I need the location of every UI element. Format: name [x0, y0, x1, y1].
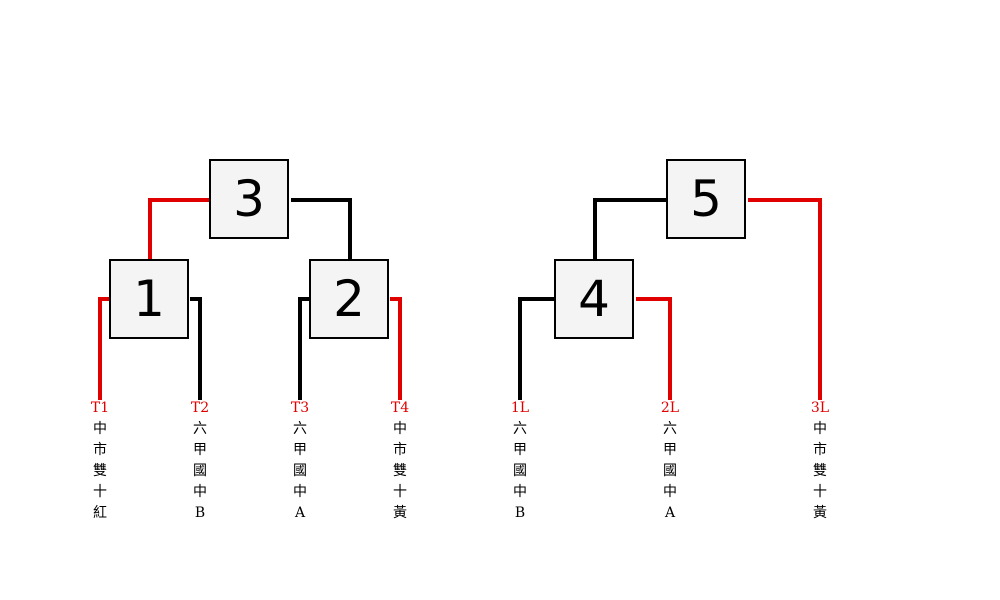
- team-name-char: 國: [513, 463, 527, 479]
- match-number-5: 5: [690, 170, 722, 228]
- match-number-1: 1: [133, 270, 165, 328]
- team-name-char: 十: [393, 484, 407, 500]
- team-name-char: 國: [663, 463, 677, 479]
- team-name-char: 黃: [393, 505, 407, 521]
- team-name-char: A: [294, 505, 306, 521]
- team-name-char: 黃: [813, 505, 827, 521]
- match-box-1: 1: [109, 259, 189, 339]
- team-name-char: 十: [813, 484, 827, 500]
- team-name-char: 中: [393, 421, 407, 437]
- team-name-char: 市: [93, 442, 107, 458]
- team-name-char: 紅: [93, 505, 107, 521]
- line-t4-to-match-2: [390, 297, 402, 400]
- slot-team-name: 中市雙十黃: [393, 419, 407, 524]
- slot-code: 2L: [660, 400, 680, 416]
- team-name-char: B: [194, 505, 206, 521]
- team-name-char: 中: [813, 421, 827, 437]
- team-name-char: 中: [663, 484, 677, 500]
- team-name-char: 中: [293, 484, 307, 500]
- line-t1-to-match-1: [98, 297, 110, 400]
- team-name-char: A: [664, 505, 676, 521]
- line-2l-to-match-4: [636, 297, 672, 400]
- team-name-char: 甲: [663, 442, 677, 458]
- team-name-char: 六: [663, 421, 677, 437]
- team-name-char: 雙: [93, 463, 107, 479]
- match-box-2: 2: [309, 259, 389, 339]
- team-name-char: 市: [813, 442, 827, 458]
- line-t2-to-match-1: [190, 297, 202, 400]
- slot-code: T4: [390, 400, 410, 416]
- match-box-3: 3: [209, 159, 289, 239]
- slot-code: T3: [290, 400, 310, 416]
- slot-code: 3L: [810, 400, 830, 416]
- team-name-char: 雙: [393, 463, 407, 479]
- slot-3l: 3L 中市雙十黃: [808, 398, 832, 524]
- team-name-char: 中: [93, 421, 107, 437]
- team-name-char: 十: [93, 484, 107, 500]
- line-match-4-to-match-5: [593, 198, 666, 259]
- slot-t1: T1 中市雙十紅: [88, 398, 112, 524]
- team-name-char: 六: [513, 421, 527, 437]
- team-name-char: 市: [393, 442, 407, 458]
- line-match-2-to-match-3: [291, 198, 352, 259]
- team-name-char: 中: [513, 484, 527, 500]
- team-name-char: 國: [293, 463, 307, 479]
- team-name-char: 六: [193, 421, 207, 437]
- team-name-char: B: [514, 505, 526, 521]
- line-3l-to-match-5: [748, 198, 822, 400]
- match-box-5: 5: [666, 159, 746, 239]
- slot-code: T1: [90, 400, 110, 416]
- team-name-char: 甲: [513, 442, 527, 458]
- team-name-char: 甲: [193, 442, 207, 458]
- slot-code: T2: [190, 400, 210, 416]
- team-name-char: 國: [193, 463, 207, 479]
- match-box-4: 4: [554, 259, 634, 339]
- match-number-4: 4: [578, 270, 610, 328]
- slot-t4: T4 中市雙十黃: [388, 398, 412, 524]
- slot-code: 1L: [510, 400, 530, 416]
- team-name-char: 甲: [293, 442, 307, 458]
- match-number-2: 2: [333, 270, 365, 328]
- team-name-char: 中: [193, 484, 207, 500]
- match-number-3: 3: [233, 170, 265, 228]
- team-name-char: 雙: [813, 463, 827, 479]
- team-name-char: 六: [293, 421, 307, 437]
- line-1l-to-match-4: [518, 297, 554, 400]
- line-t3-to-match-2: [298, 297, 310, 400]
- slot-team-name: 中市雙十黃: [813, 419, 827, 524]
- line-match-1-to-match-3: [148, 198, 209, 259]
- slot-team-name: 中市雙十紅: [93, 419, 107, 524]
